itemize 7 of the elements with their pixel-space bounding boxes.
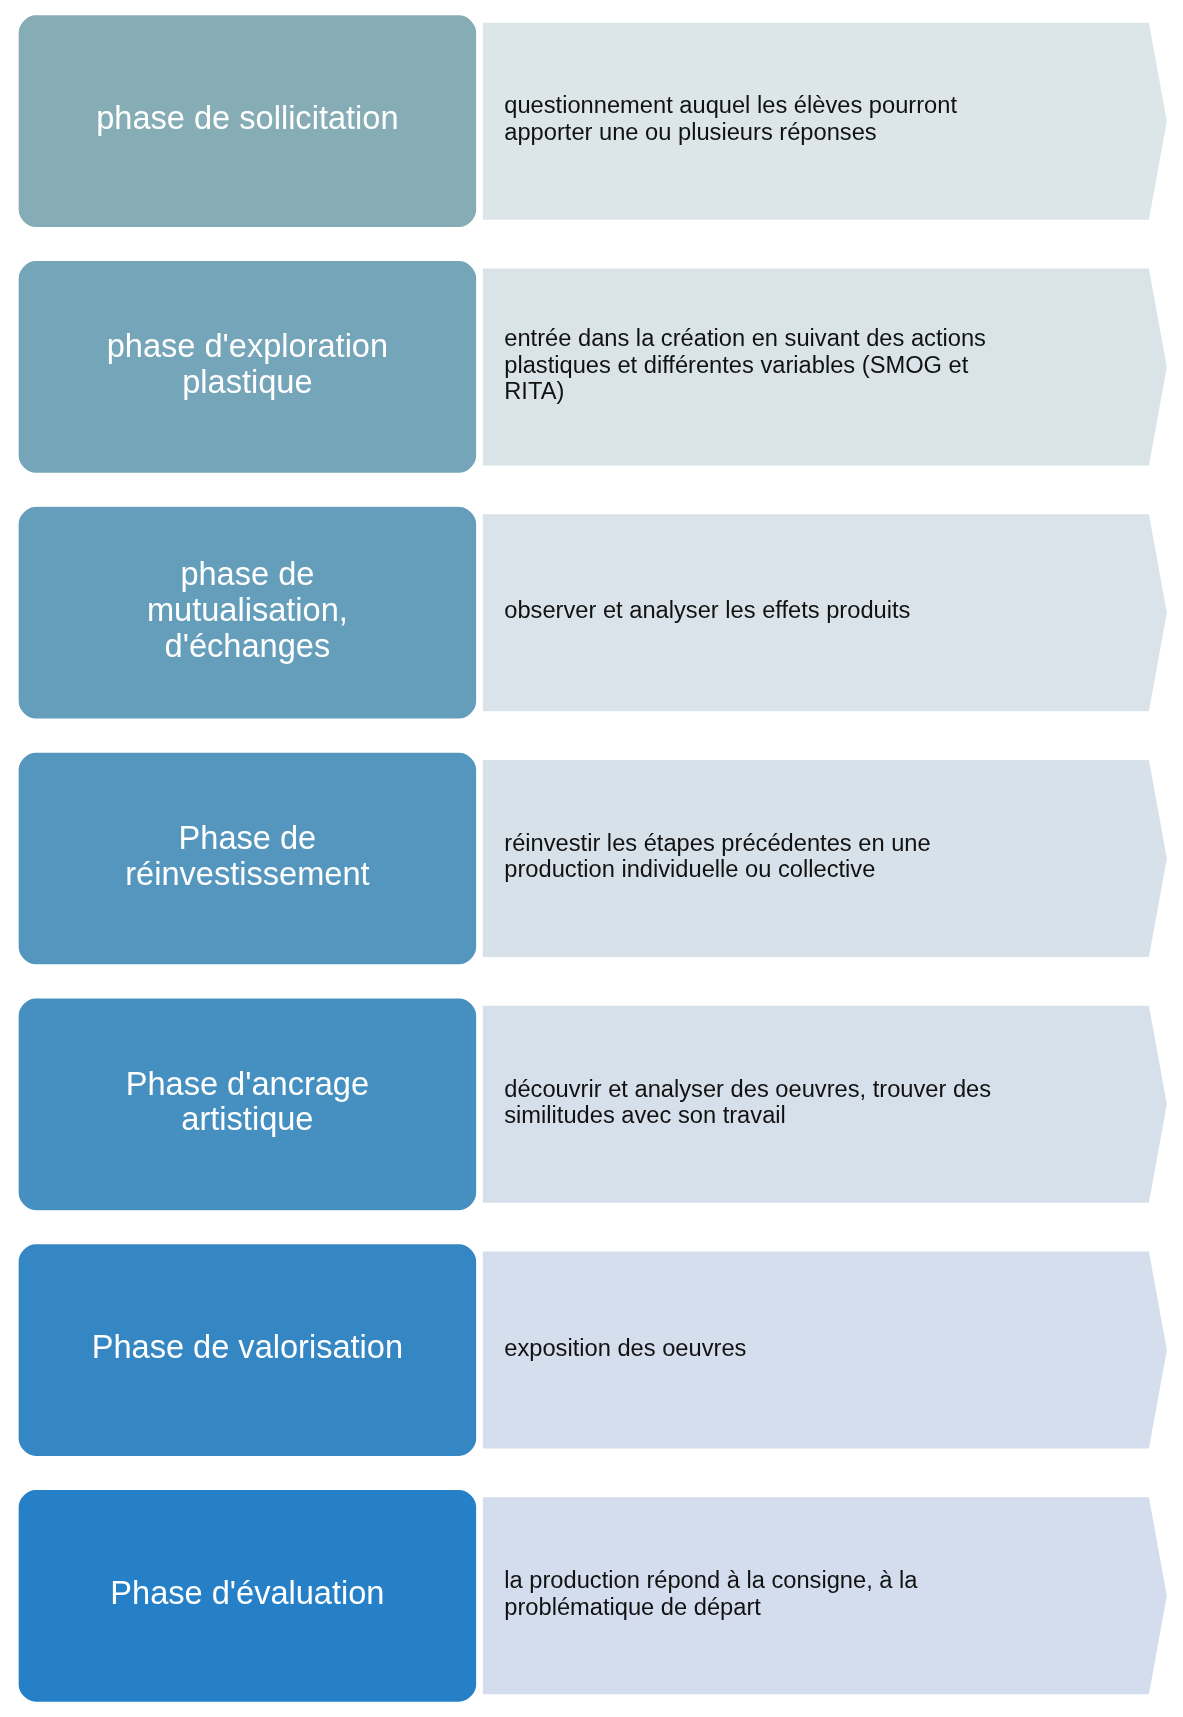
node-box: phase de sollicitation <box>16 13 478 229</box>
node-box: Phase de réinvestissement <box>16 751 478 966</box>
node-box: Phase d'évaluation <box>16 1488 478 1704</box>
node-box: Phase de valorisation <box>16 1242 478 1458</box>
node-box: Phase d'ancrage artistique <box>16 996 478 1212</box>
node-box: phase de mutualisation, d'échanges <box>16 505 478 721</box>
node-box: phase d'exploration plastique <box>16 259 478 475</box>
